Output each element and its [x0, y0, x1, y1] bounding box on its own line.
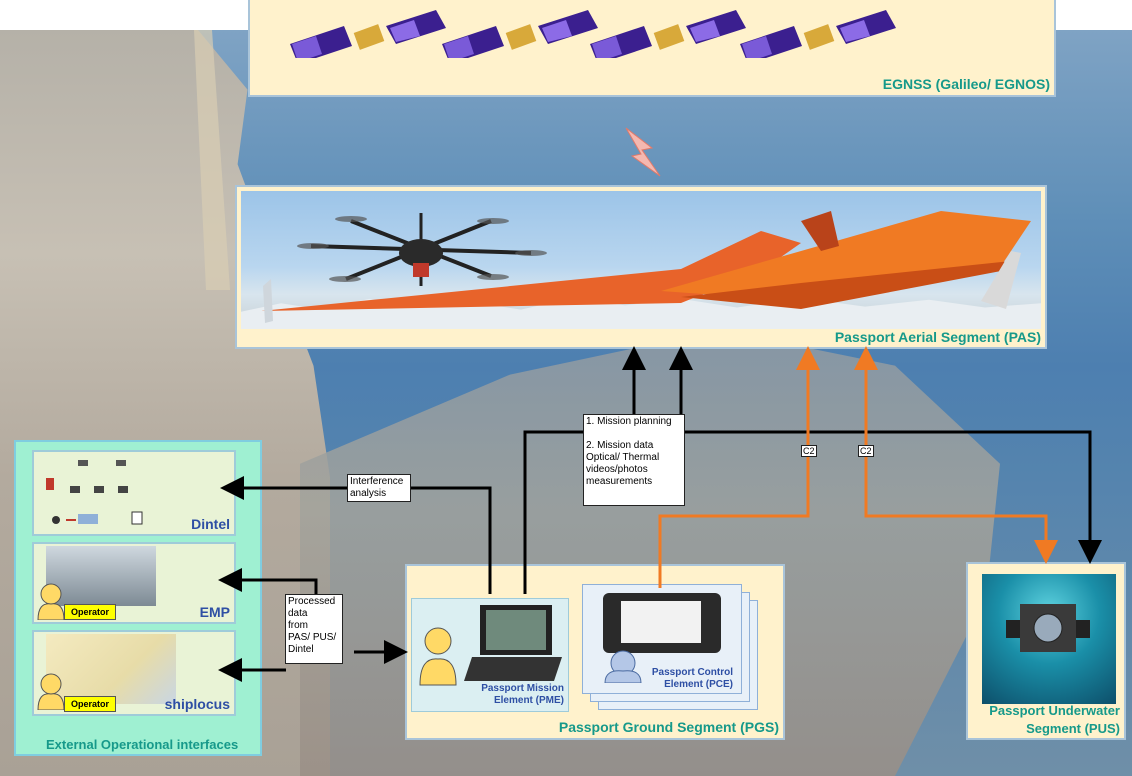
pus-label-line2: Segment (PUS) — [1026, 721, 1120, 736]
egnss-panel: EGNSS (Galileo/ EGNOS) — [248, 0, 1056, 97]
mission-callout: 1. Mission planning 2. Mission data Opti… — [583, 414, 685, 506]
operator-badge: Operator — [64, 604, 117, 620]
processed-callout: Processed data from PAS/ PUS/ Dintel — [285, 594, 343, 664]
dintel-label: Dintel — [191, 516, 230, 532]
interference-callout: Interference analysis — [347, 474, 411, 502]
processed-callout-line: PAS/ PUS/ — [288, 632, 337, 643]
shiplocus-map — [46, 634, 176, 704]
pce-box: Passport Control Element (PCE) — [582, 584, 742, 694]
link-pce-pas-c2 — [658, 346, 820, 588]
underwater-photo — [982, 574, 1116, 704]
pme-label-line2: Element (PME) — [493, 695, 564, 706]
external-label: External Operational interfaces — [46, 737, 239, 752]
satellite-icon — [590, 10, 746, 58]
mission-callout-line: measurements — [586, 476, 653, 487]
pas-label: Passport Aerial Segment (PAS) — [834, 329, 1041, 345]
operator-badge: Operator — [64, 696, 117, 712]
pgs-panel: Passport Mission Element (PME) Passport … — [405, 564, 785, 740]
satellite-icon — [290, 10, 446, 58]
c2-label-left: C2 — [801, 445, 817, 457]
satellite-icon — [442, 10, 598, 58]
processed-callout-line: Dintel — [288, 644, 314, 655]
emp-box: Operator EMP — [32, 542, 236, 624]
operator-icon — [37, 583, 65, 620]
pme-label-line1: Passport Mission — [481, 683, 564, 694]
pme-label: Passport Mission Element (PME) — [481, 683, 564, 707]
shiplocus-label: shiplocus — [164, 696, 230, 712]
processed-callout-line: Processed — [288, 596, 336, 607]
pce-label: Passport Control Element (PCE) — [652, 667, 733, 691]
tablet-icon — [603, 593, 721, 683]
egnss-label: EGNSS (Galileo/ EGNOS) — [882, 76, 1050, 92]
processed-callout-line: from — [288, 620, 308, 631]
aerial-photo — [241, 191, 1041, 329]
mission-callout-line: 1. Mission planning — [586, 416, 672, 427]
pgs-label: Passport Ground Segment (PGS) — [558, 719, 779, 735]
pus-label-line1: Passport Underwater — [989, 703, 1120, 718]
shiplocus-box: Operator shiplocus — [32, 630, 236, 716]
dintel-network-icon — [46, 460, 143, 525]
wireless-signal-icon — [625, 127, 661, 177]
satellite-icon — [740, 10, 896, 58]
processed-callout-line: data — [288, 608, 308, 619]
interference-callout-line: Interference — [350, 476, 404, 487]
link-pme-dintel — [220, 476, 492, 594]
pce-label-line1: Passport Control — [651, 667, 733, 678]
laptop-icon — [419, 605, 562, 686]
mission-callout-line: videos/photos — [586, 464, 648, 475]
multirotor-drone-icon — [297, 213, 547, 286]
mission-callout-line — [586, 428, 682, 440]
pus-panel: Passport Underwater Segment (PUS) — [966, 562, 1126, 740]
mission-callout-line: 2. Mission data — [586, 440, 654, 451]
pce-label-line2: Element (PCE) — [664, 679, 733, 690]
pas-panel: Passport Aerial Segment (PAS) — [235, 185, 1047, 349]
emp-label: EMP — [199, 604, 230, 620]
mission-callout-line: Optical/ Thermal — [586, 452, 660, 463]
link-pas-pus-c2 — [864, 352, 1058, 564]
emp-photo — [46, 546, 156, 606]
fixed-wing-drone-icon — [261, 211, 1031, 323]
c2-label-right: C2 — [858, 445, 874, 457]
operator-icon — [37, 673, 65, 710]
external-interfaces-panel: Dintel Operator EMP Operator shiplocus E… — [14, 440, 262, 756]
pme-box: Passport Mission Element (PME) — [411, 598, 569, 712]
dintel-box: Dintel — [32, 450, 236, 536]
drone-icons — [261, 211, 1031, 323]
underwater-robot-icon — [1006, 604, 1090, 652]
interference-callout-line: analysis — [350, 488, 387, 499]
